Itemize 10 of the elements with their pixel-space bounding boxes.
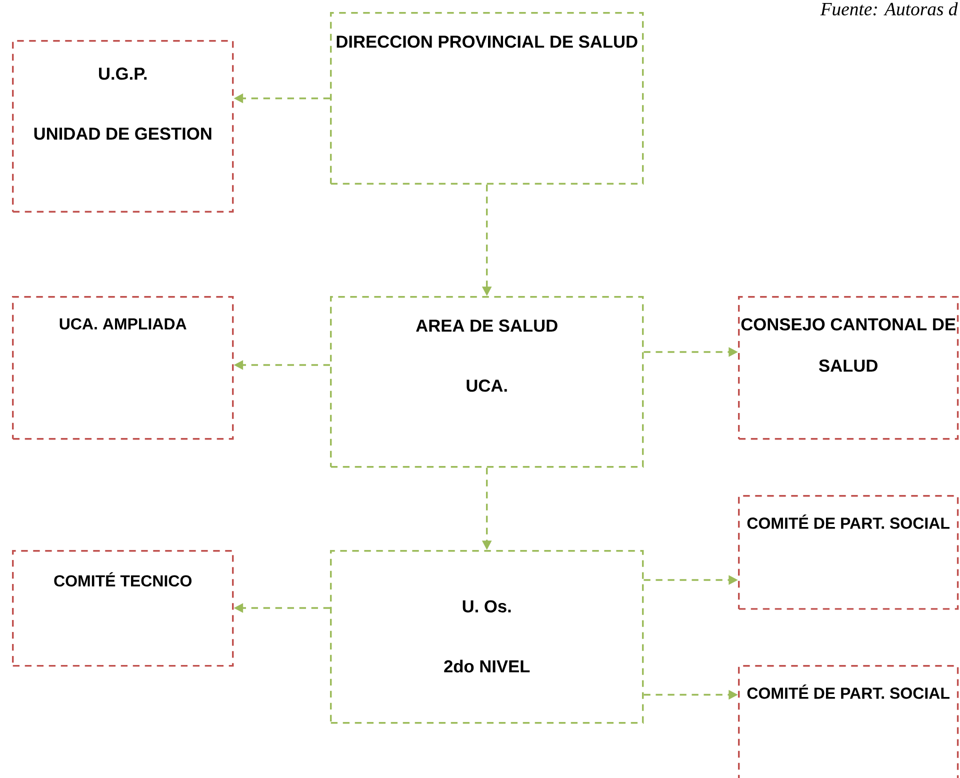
committee-box: COMITÉ DE PART. SOCIAL	[738, 665, 959, 778]
council-box: CONSEJO CANTONAL DE SALUD	[738, 296, 959, 440]
unit-box: UCA. AMPLIADA	[12, 296, 234, 440]
committee-box: COMITÉ DE PART. SOCIAL	[738, 495, 959, 610]
office-box: U. Os. 2do NIVEL	[330, 550, 644, 724]
office-box: AREA DE SALUD UCA.	[330, 296, 644, 468]
source-note: Fuente: Autoras d	[820, 2, 958, 16]
office-box: DIRECCION PROVINCIAL DE SALUD	[330, 12, 644, 185]
committee-box: COMITÉ TECNICO	[12, 550, 234, 667]
unit-box: U.G.P. UNIDAD DE GESTION	[12, 40, 234, 213]
